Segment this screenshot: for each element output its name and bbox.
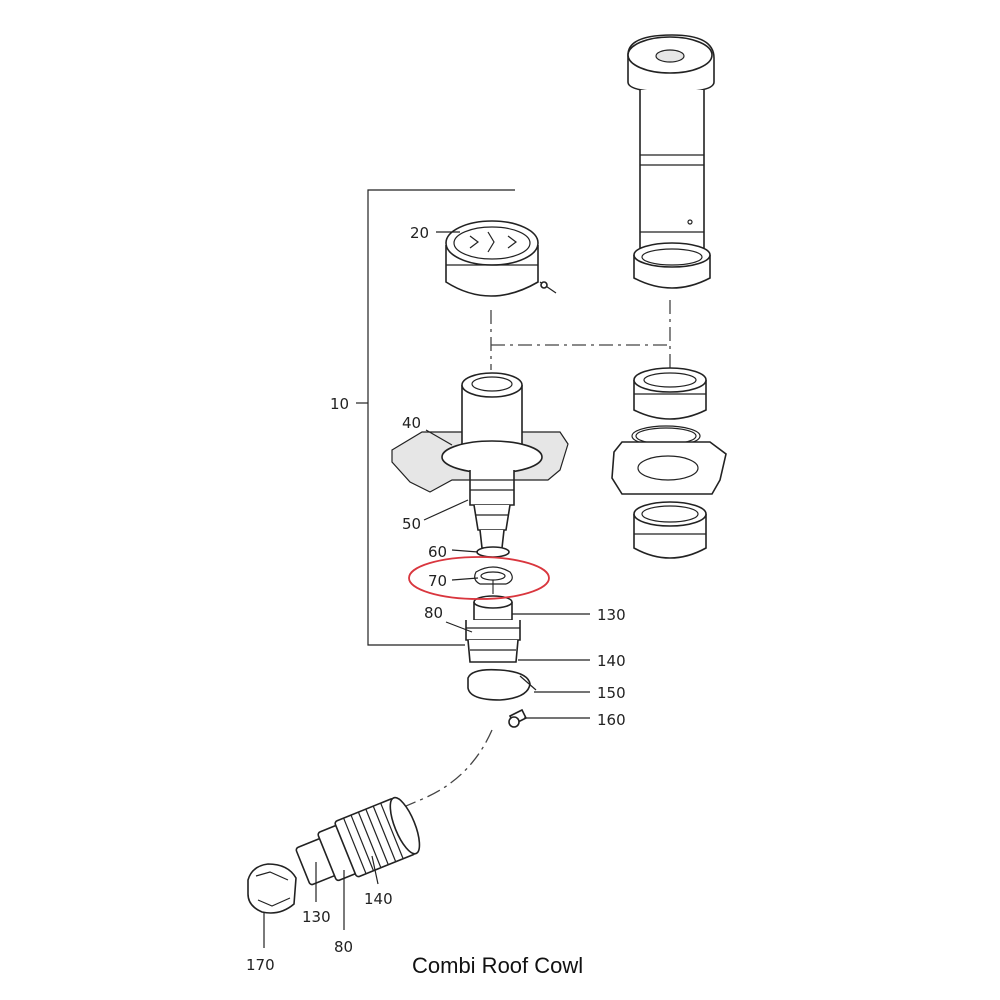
hose-clamp-illustration — [467, 668, 537, 728]
diagram-caption: Combi Roof Cowl — [412, 953, 583, 978]
roof-flashing-body-illustration — [391, 372, 569, 549]
callout-170: 170 — [246, 956, 275, 974]
callout-60: 60 — [428, 543, 447, 561]
lower-coupling-illustration — [465, 595, 521, 663]
assembly-centre-lines — [391, 300, 671, 813]
callout-130-lower: 130 — [302, 908, 331, 926]
callout-80-upper: 80 — [424, 604, 443, 622]
callout-labels: 10 20 40 50 60 70 80 130 140 150 160 130… — [246, 224, 626, 974]
callout-80-lower: 80 — [334, 938, 353, 956]
angled-coupling-illustration — [247, 796, 421, 914]
assembly-bracket — [356, 189, 515, 646]
callout-140-lower: 140 — [364, 890, 393, 908]
right-collar-flashing-illustration — [611, 367, 727, 559]
callout-160: 160 — [597, 711, 626, 729]
callout-10: 10 — [330, 395, 349, 413]
callout-70: 70 — [428, 572, 447, 590]
callout-50: 50 — [402, 515, 421, 533]
callout-150: 150 — [597, 684, 626, 702]
top-cap-illustration — [445, 220, 557, 297]
callout-leader-lines — [263, 231, 590, 948]
callout-140-upper: 140 — [597, 652, 626, 670]
extension-pipe-illustration — [627, 34, 715, 289]
retaining-clip-illustration — [474, 566, 513, 585]
callout-40: 40 — [402, 414, 421, 432]
callout-20: 20 — [410, 224, 429, 242]
highlight-ellipse — [408, 556, 550, 600]
callout-130-upper: 130 — [597, 606, 626, 624]
seal-ring-illustration — [476, 546, 510, 558]
